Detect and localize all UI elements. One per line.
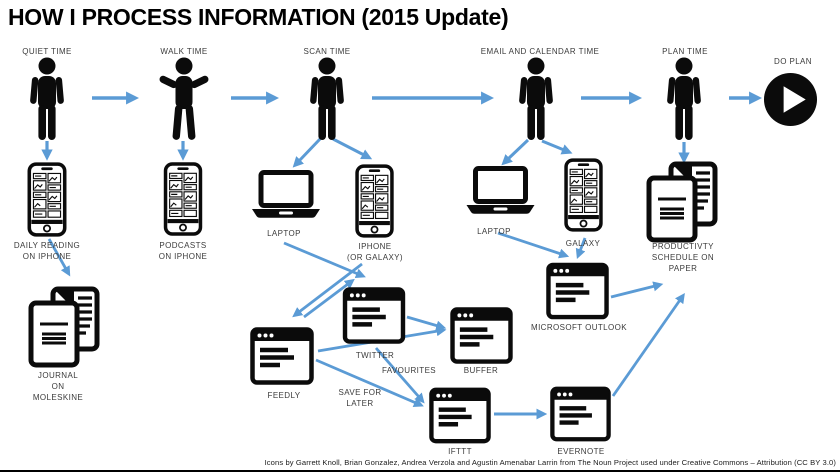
label-iphone-scan: IPHONE (OR GALAXY) bbox=[347, 242, 403, 262]
label-podcasts: PODCASTS ON IPHONE bbox=[158, 241, 208, 261]
attribution-footer: Icons by Garrett Knoll, Brian Gonzalez, … bbox=[264, 458, 836, 467]
label-laptop-email: LAPTOP bbox=[477, 227, 511, 236]
label-buffer: BUFFER bbox=[463, 366, 499, 375]
iphone-daily-reading-icon bbox=[27, 162, 67, 237]
label-daily-reading: DAILY READING ON IPHONE bbox=[13, 241, 81, 261]
arrow-feedly-to-twitter bbox=[303, 278, 355, 319]
standing-person-icon bbox=[518, 57, 554, 141]
arrow-laptop-to-twitter bbox=[283, 241, 366, 279]
standing-person-icon bbox=[309, 57, 345, 141]
label-evernote: EVERNOTE bbox=[557, 447, 605, 456]
arrow-iphone-to-feedly bbox=[292, 262, 363, 318]
label-feedly: FEEDLY bbox=[267, 391, 301, 400]
arrow-twitter-to-ifttt bbox=[374, 347, 425, 404]
label-schedule: PRODUCTIVTY SCHEDULE ON PAPER bbox=[651, 242, 715, 273]
galaxy-phone-icon bbox=[564, 156, 603, 234]
evernote-app-icon bbox=[550, 385, 611, 443]
label-save-for-later: SAVE FOR LATER bbox=[338, 388, 382, 408]
arrow-feedly-to-ifttt bbox=[315, 358, 424, 408]
standing-person-icon bbox=[666, 57, 702, 141]
arrow-iphone-to-journal bbox=[47, 238, 71, 277]
arrow-email-to-laptop bbox=[501, 138, 530, 166]
page-title: HOW I PROCESS INFORMATION (2015 Update) bbox=[8, 4, 509, 30]
outlook-app-icon bbox=[546, 262, 609, 320]
stage-label-scan-time: SCAN TIME bbox=[303, 47, 351, 56]
arrow-twitter-to-buffer bbox=[406, 315, 447, 331]
twitter-app-icon bbox=[342, 287, 406, 344]
schedule-documents-icon bbox=[644, 161, 722, 243]
stage-label-walk-time: WALK TIME bbox=[160, 47, 208, 56]
arrow-scan-to-laptop bbox=[292, 137, 322, 168]
label-journal: JOURNAL ON MOLESKINE bbox=[32, 371, 84, 402]
iphone-podcasts-icon bbox=[163, 162, 203, 236]
stage-label-email-time: EMAIL AND CALENDAR TIME bbox=[480, 47, 600, 56]
laptop-email-icon bbox=[464, 166, 537, 218]
arrow-outlook-to-schedule bbox=[610, 281, 664, 299]
label-twitter: TWITTER bbox=[355, 351, 395, 360]
standing-person-icon bbox=[29, 57, 65, 141]
play-button-icon bbox=[763, 72, 818, 127]
journal-documents-icon bbox=[26, 286, 104, 368]
stage-label-plan-time: PLAN TIME bbox=[662, 47, 708, 56]
arrow-galaxy-to-outlook bbox=[575, 237, 587, 259]
arrow-evernote-to-schedule bbox=[611, 292, 685, 397]
label-outlook: MICROSOFT OUTLOOK bbox=[531, 323, 627, 332]
label-favourites: FAVOURITES bbox=[381, 366, 437, 375]
label-galaxy: GALAXY bbox=[565, 239, 601, 248]
iphone-scan-icon bbox=[355, 164, 394, 238]
ifttt-app-icon bbox=[429, 387, 491, 444]
label-laptop-scan: LAPTOP bbox=[267, 229, 301, 238]
stage-label-quiet-time: QUIET TIME bbox=[22, 47, 72, 56]
feedly-app-icon bbox=[248, 327, 316, 385]
label-ifttt: IFTTT bbox=[448, 447, 472, 456]
stage-label-do-plan: DO PLAN bbox=[774, 57, 812, 66]
walking-person-icon bbox=[156, 57, 212, 141]
arrow-laptop-to-outlook bbox=[497, 231, 570, 259]
laptop-scan-icon bbox=[250, 170, 322, 222]
buffer-app-icon bbox=[450, 307, 513, 364]
arrow-email-to-galaxy bbox=[541, 139, 573, 155]
arrow-scan-to-iphone bbox=[332, 137, 373, 160]
